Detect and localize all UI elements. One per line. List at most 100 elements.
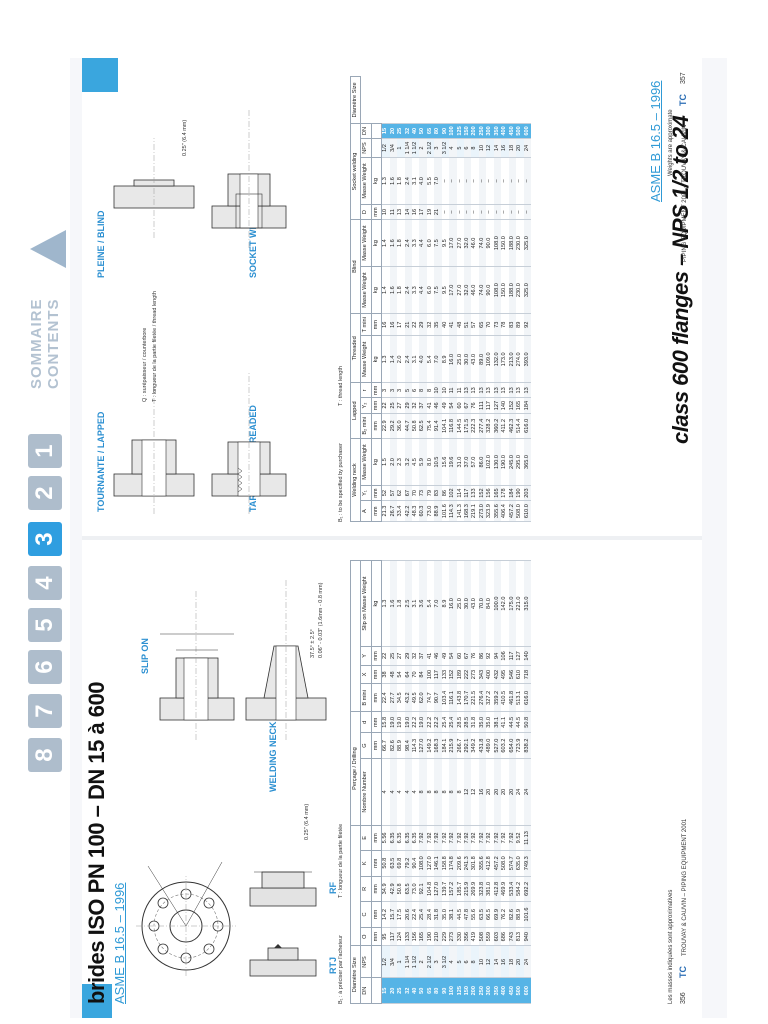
table-cell: 9.5 [441, 266, 450, 314]
table-cell: – [478, 157, 487, 205]
table-cell: 533.4 [508, 876, 517, 902]
table-cell: 295.0 [516, 438, 524, 486]
table-cell: 24 [523, 758, 531, 826]
table-cell: – [501, 157, 509, 205]
table-cell: 35.0 [441, 901, 450, 928]
table-cell: 328.2 [486, 413, 494, 439]
table-cell: 12 [464, 758, 472, 826]
table-cell: 25.0 [456, 560, 465, 647]
table-cell: 7.92 [471, 825, 479, 851]
table-cell: 686 [501, 927, 509, 946]
chapter-tab-6[interactable]: 6 [28, 650, 62, 684]
table-cell: 432 [493, 665, 502, 684]
table-cell: 8 [456, 758, 465, 826]
table-cell: 149.2 [426, 732, 435, 759]
table-cell: 20 [493, 758, 502, 826]
table-cell: 327.2 [486, 683, 494, 712]
table-cell: 49 [441, 646, 450, 666]
table-cell: 7.92 [434, 825, 442, 851]
table-cell: – [516, 204, 524, 220]
table-cell: 32.0 [464, 266, 472, 314]
right-col-header: Masse Weight [360, 438, 372, 486]
table-cell: 106 [501, 646, 509, 666]
table-cell: 44.5 [516, 711, 524, 733]
table-cell: – [508, 157, 517, 205]
table-cell: 200 [471, 977, 479, 1004]
left-col-header: E [360, 825, 372, 851]
table-cell: 5 [456, 945, 465, 978]
table-cell: 69.8 [397, 850, 405, 877]
table-cell: 15.8 [381, 711, 390, 733]
table-cell: 38.1 [449, 901, 457, 928]
sommaire-link[interactable]: SOMMAIRE CONTENTS [14, 235, 74, 395]
table-cell: 146.1 [434, 850, 442, 877]
chapter-tab-1[interactable]: 1 [28, 434, 62, 468]
chapter-tab-8[interactable]: 8 [28, 738, 62, 772]
table-cell: 114 [456, 485, 465, 501]
table-cell: 1.3 [381, 335, 390, 383]
table-cell: 6.35 [397, 825, 405, 851]
right-page-edge [700, 58, 727, 1018]
right-standard-label: ASME B 16.5 – 1996 [648, 80, 663, 202]
table-cell: 19.0 [389, 711, 398, 733]
table-cell: 229 [441, 927, 450, 946]
chapter-tab-7[interactable]: 7 [28, 694, 62, 728]
table-cell: 132.0 [493, 335, 502, 383]
table-cell: 8.0 [426, 438, 435, 486]
chapter-tab-2[interactable]: 2 [28, 476, 62, 510]
table-cell: – [449, 204, 457, 220]
table-cell: – [516, 157, 524, 205]
table-cell: 80 [434, 977, 442, 1004]
table-cell: 4 [449, 945, 457, 978]
table-cell: 6.0 [426, 219, 435, 267]
table-cell: 2.4 [404, 157, 412, 205]
left-col-header: K [360, 850, 372, 877]
table-cell: 11.13 [523, 825, 531, 851]
sommaire-arrow-icon[interactable] [26, 226, 72, 272]
table-cell: 3 [397, 382, 405, 398]
table-cell: 86.0 [478, 438, 487, 486]
table-cell: 90.0 [486, 266, 494, 314]
chapter-tab-5[interactable]: 5 [28, 608, 62, 642]
right-col-header: Masse Weight [360, 335, 372, 383]
left-table-group-row: Diamètre Size Perçage / Drilling [350, 560, 361, 1004]
chapter-tab-label: 7 [31, 704, 58, 718]
table-cell: 114.3 [449, 500, 457, 522]
table-cell: 100 [449, 977, 457, 1004]
table-cell: 10 [478, 138, 487, 158]
table-cell: 13 [493, 382, 502, 398]
table-cell: 24 [523, 138, 531, 158]
table-cell: 70 [411, 485, 420, 501]
right-page: class 600 flanges – NPS 1/2 to 24 ASME B… [82, 58, 702, 536]
table-cell: 50.8 [411, 413, 420, 439]
table-cell: 325.0 [523, 219, 531, 267]
table-cell: 3.3 [411, 219, 420, 267]
table-cell: 1.4 [381, 266, 390, 314]
table-cell: 5.5 [426, 157, 435, 205]
table-cell: 431.8 [478, 732, 487, 759]
table-cell: 27 [397, 646, 405, 666]
table-cell: 393.0 [523, 335, 531, 383]
table-cell: 27 [397, 397, 405, 414]
left-col-header: R [360, 876, 372, 902]
table-cell: 419 [471, 927, 479, 946]
table-cell: 584.2 [516, 876, 524, 902]
table-cell: 90 [441, 977, 450, 1004]
table-cell: 37.0 [464, 438, 472, 486]
chapter-tab-label: 8 [31, 748, 58, 762]
chapter-tab-3[interactable]: 3 [28, 522, 62, 556]
table-cell: 101.6 [441, 500, 450, 522]
table-cell: 25.4 [419, 901, 427, 928]
table-cell: 41 [449, 313, 457, 336]
left-col-unit: mm [371, 927, 382, 946]
table-cell: 654.0 [508, 732, 517, 759]
chapter-tab-4[interactable]: 4 [28, 566, 62, 600]
table-cell: 1.8 [397, 157, 405, 205]
table-cell: 100 [449, 123, 457, 139]
table-cell: 16 [501, 138, 509, 158]
document-spread-viewport: brides ISO PN 100 – DN 15 à 600 ASME B 1… [82, 58, 702, 1018]
